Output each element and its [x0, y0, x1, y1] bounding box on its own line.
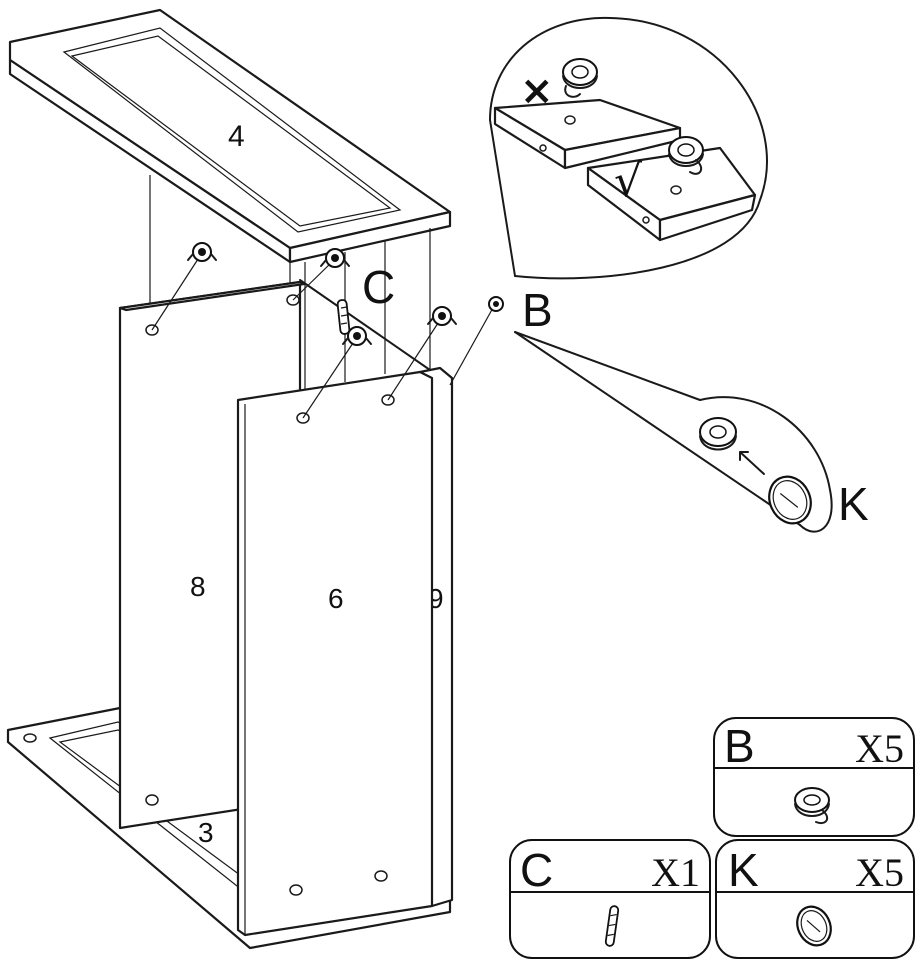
hardware-letter: K — [728, 844, 759, 896]
cam-lock-icon — [699, 417, 737, 451]
hardware-letter: B — [724, 720, 755, 772]
back-panel — [236, 370, 434, 937]
assembly-guides — [149, 175, 431, 390]
cam-lock-icon — [320, 248, 350, 268]
cam-lock-icon — [794, 787, 830, 824]
part-label-left-side: 8 — [190, 571, 206, 602]
cam-lock-icon — [488, 296, 504, 312]
cam-lock-icon — [187, 242, 217, 262]
wood-dowel-icon — [604, 905, 620, 947]
cam-lock-icon — [427, 306, 457, 326]
hardware-box-c: C X1 — [509, 839, 711, 959]
hardware-quantity: X5 — [855, 726, 904, 771]
callout-dowel: C — [362, 261, 395, 313]
hardware-box-k: K X5 — [715, 839, 915, 959]
part-label-back: 6 — [328, 583, 344, 614]
hardware-letter: C — [520, 844, 553, 896]
hardware-quantity: X5 — [855, 850, 904, 895]
correct-mark-icon: √ — [614, 156, 643, 207]
part-label-bottom: 3 — [198, 817, 214, 848]
hardware-box-b: B X5 — [713, 717, 915, 837]
wood-dowel-icon — [336, 299, 351, 335]
cam-lock-icon — [668, 136, 704, 175]
cam-orientation-detail: × √ — [489, 16, 768, 280]
cam-lock-fittings — [151, 242, 504, 419]
hardware-quantity: X1 — [651, 850, 700, 895]
cam-lock-icon — [562, 58, 598, 98]
part-label-top: 4 — [228, 120, 245, 153]
cover-cap-icon — [768, 475, 812, 525]
callout-cover-cap: K — [838, 478, 869, 530]
cover-cap-detail — [514, 331, 833, 533]
cover-cap-icon — [796, 905, 832, 947]
wrong-mark-icon: × — [520, 68, 554, 114]
callout-cam-lock: B — [522, 284, 553, 336]
top-panel — [8, 8, 452, 264]
cam-lock-icon — [342, 326, 372, 346]
